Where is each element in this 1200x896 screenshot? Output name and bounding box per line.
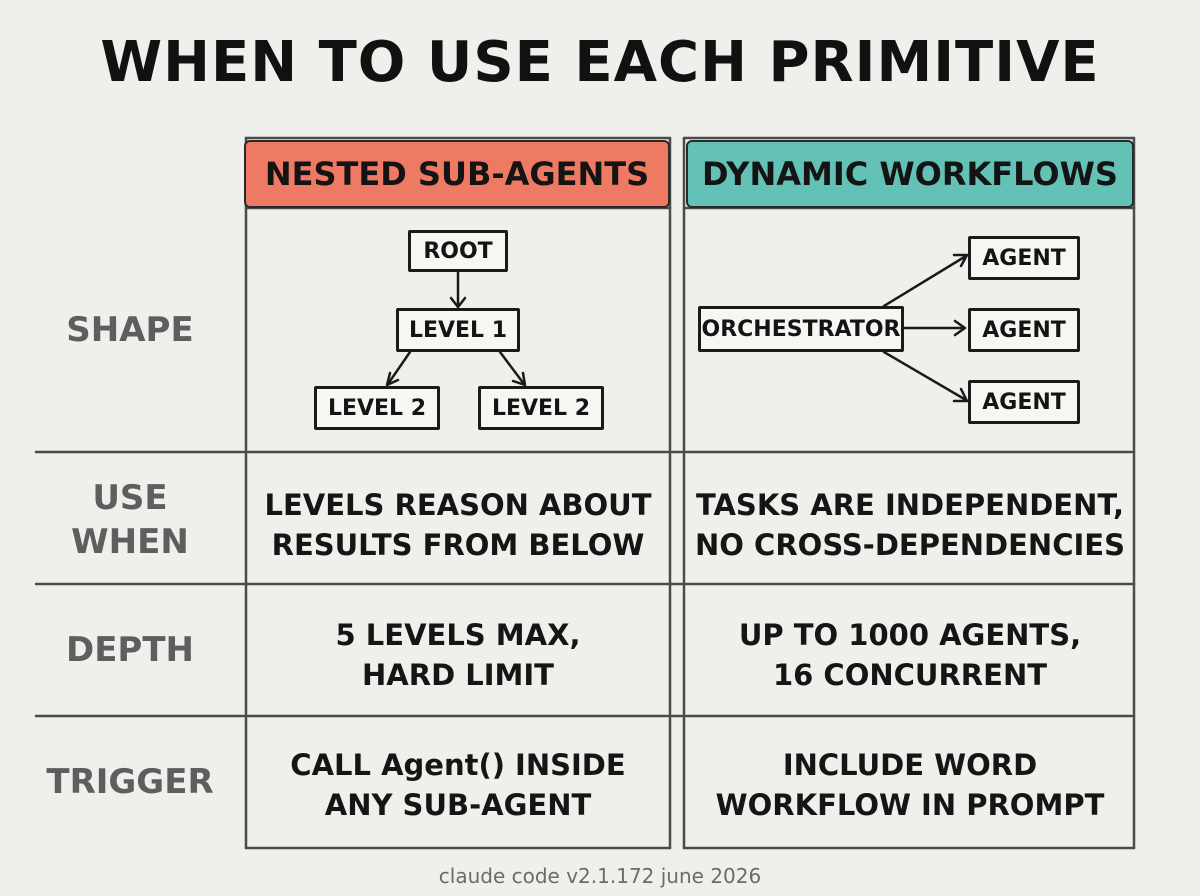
arrow-level1-to-level2-left [386, 350, 412, 386]
cell-trigger-workflows: INCLUDE WORD WORKFLOW IN PROMPT [686, 730, 1134, 840]
arrowhead [511, 371, 527, 387]
cell-line: CALL Agent() INSIDE [290, 748, 626, 782]
row-label-shape: SHAPE [30, 308, 230, 352]
arrowhead [385, 371, 400, 387]
row-label-line: TRIGGER [46, 762, 214, 802]
cell-line: 5 LEVELS MAX, [335, 618, 581, 652]
cell-line: HARD LIMIT [362, 658, 554, 692]
arrow-orchestrator-to-agent-1 [882, 254, 968, 308]
node-orchestrator: ORCHESTRATOR [698, 306, 904, 352]
node-agent-2: AGENT [968, 308, 1080, 352]
cell-line: NO CROSS-DEPENDENCIES [695, 528, 1125, 562]
row-label-use-when: USE WHEN [30, 476, 230, 564]
node-level-2-left: LEVEL 2 [314, 386, 440, 430]
cell-depth-nested: 5 LEVELS MAX, HARD LIMIT [246, 600, 670, 710]
cell-line: RESULTS FROM BELOW [271, 528, 645, 562]
node-agent-1: AGENT [968, 236, 1080, 280]
row-label-line: SHAPE [66, 310, 194, 350]
cell-use-when-workflows: TASKS ARE INDEPENDENT, NO CROSS-DEPENDEN… [686, 470, 1134, 580]
row-label-depth: DEPTH [30, 628, 230, 672]
node-root: ROOT [408, 230, 508, 272]
cell-line: WORKFLOW IN PROMPT [715, 788, 1105, 822]
cell-line: TASKS ARE INDEPENDENT, [695, 488, 1125, 522]
arrowhead [449, 296, 467, 309]
page-title: WHEN TO USE EACH PRIMITIVE [100, 30, 1100, 95]
arrow-level1-to-level2-right [498, 350, 526, 386]
arrowhead [952, 253, 969, 268]
node-agent-3: AGENT [968, 380, 1080, 424]
cell-line: LEVELS REASON ABOUT [264, 488, 652, 522]
node-level-2-right: LEVEL 2 [478, 386, 604, 430]
footer-version: claude code v2.1.172 june 2026 [438, 864, 762, 888]
cell-line: ANY SUB-AGENT [324, 788, 592, 822]
column-header-nested-sub-agents: NESTED SUB-AGENTS [244, 140, 670, 208]
cell-line: 16 CONCURRENT [772, 658, 1047, 692]
row-label-trigger: TRIGGER [30, 760, 230, 804]
cell-depth-workflows: UP TO 1000 AGENTS, 16 CONCURRENT [686, 600, 1134, 710]
row-label-line: WHEN [71, 522, 189, 562]
node-level-1: LEVEL 1 [396, 308, 520, 352]
arrowhead [953, 319, 967, 337]
cell-use-when-nested: LEVELS REASON ABOUT RESULTS FROM BELOW [246, 470, 670, 580]
cell-line: INCLUDE WORD [782, 748, 1038, 782]
arrowhead [952, 387, 969, 403]
arrow-orchestrator-to-agent-3 [882, 350, 968, 402]
row-label-line: USE [92, 478, 168, 518]
cell-trigger-nested: CALL Agent() INSIDE ANY SUB-AGENT [246, 730, 670, 840]
column-header-dynamic-workflows: DYNAMIC WORKFLOWS [686, 140, 1134, 208]
cell-line: UP TO 1000 AGENTS, [738, 618, 1082, 652]
row-label-line: DEPTH [65, 630, 194, 670]
